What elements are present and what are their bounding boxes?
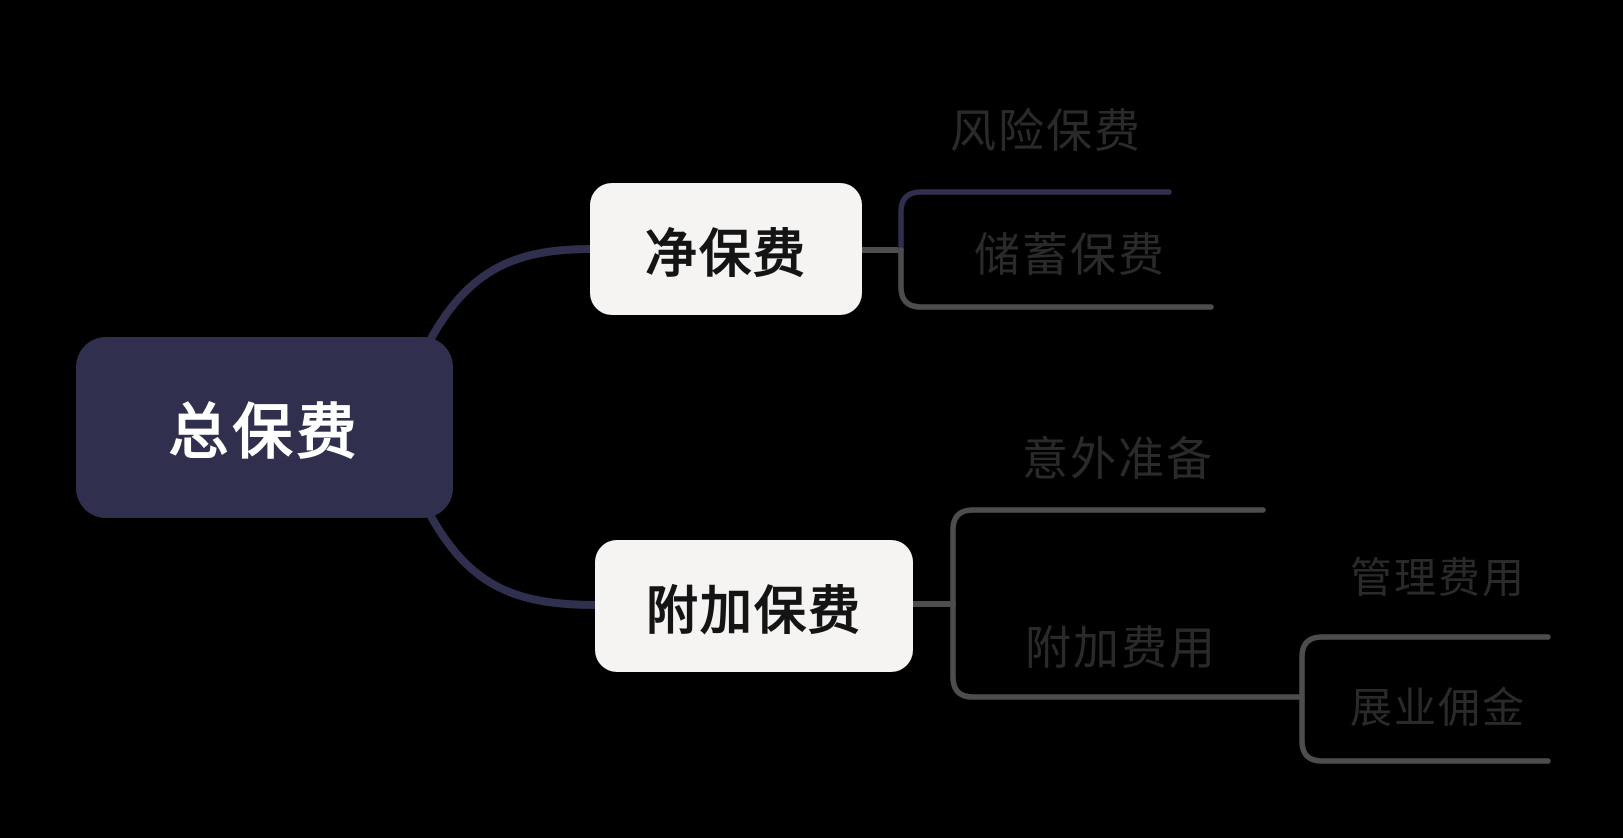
node-additional-premium[interactable]: 附加保费 (595, 540, 913, 672)
node-net-premium-label: 净保费 (644, 225, 807, 284)
node-accident-reserve[interactable]: 意外准备 (1022, 433, 1214, 485)
node-risk-premium[interactable]: 风险保费 (950, 105, 1142, 157)
node-additional-expenses[interactable]: 附加费用 (1025, 622, 1217, 674)
node-savings-premium[interactable]: 储蓄保费 (974, 229, 1166, 281)
underline-management-and-commission (1299, 634, 1551, 764)
underline-accident-reserve (950, 507, 1266, 607)
node-additional-premium-label: 附加保费 (645, 582, 862, 641)
node-business-commission[interactable]: 展业佣金 (1349, 684, 1527, 732)
underline-savings-premium (898, 247, 1214, 310)
node-total-premium-label: 总保费 (168, 399, 361, 466)
connector-root-to-additional-premium (423, 505, 600, 609)
node-management-expenses[interactable]: 管理费用 (1349, 554, 1527, 602)
node-net-premium[interactable]: 净保费 (590, 183, 862, 315)
connector-root-to-net-premium (423, 245, 596, 350)
underline-additional-expenses (950, 601, 1305, 700)
node-total-premium[interactable]: 总保费 (76, 337, 453, 518)
underline-risk-premium (898, 189, 1172, 253)
